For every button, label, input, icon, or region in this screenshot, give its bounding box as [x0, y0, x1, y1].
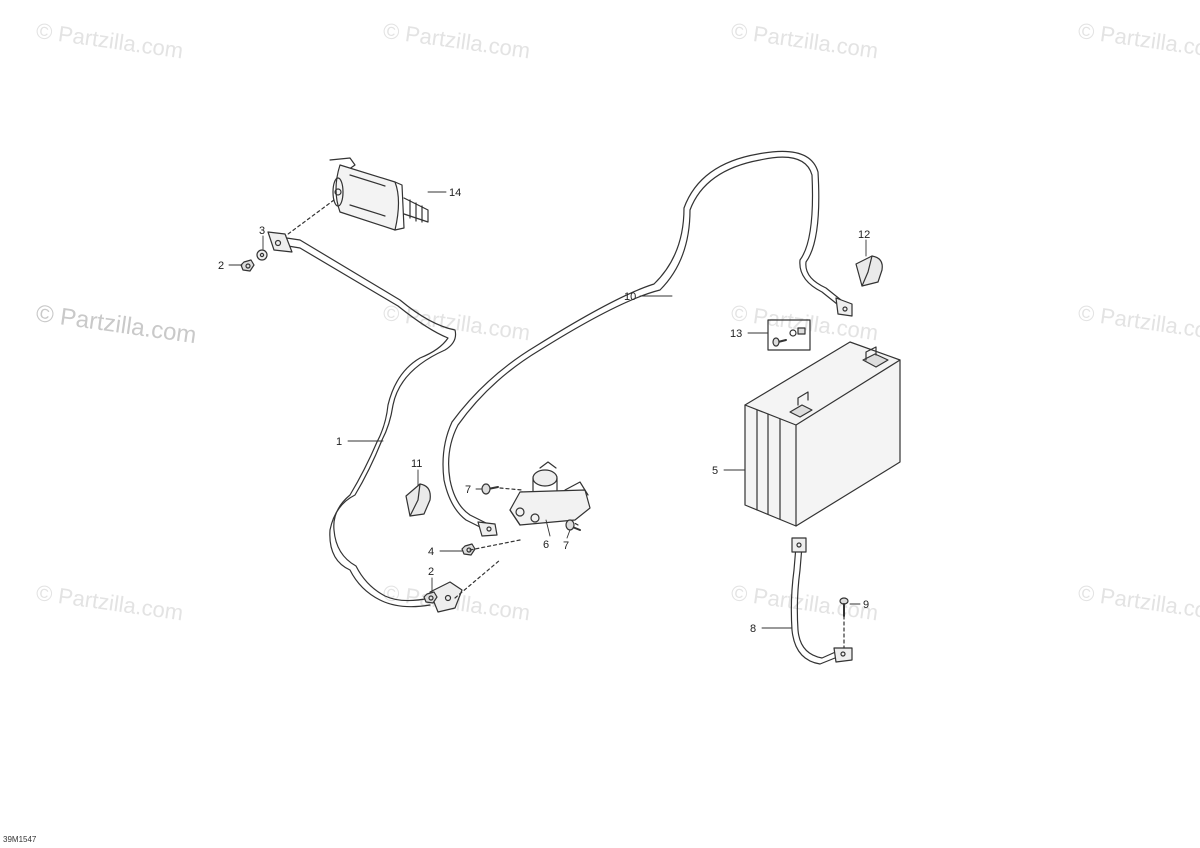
terminal-cap-12	[855, 255, 883, 287]
callout-11: 11	[411, 458, 422, 470]
terminal-cap-11	[405, 483, 431, 517]
starter-cable	[267, 231, 463, 613]
callout-13: 13	[730, 328, 742, 340]
callout-3: 3	[259, 225, 265, 237]
callout-8: 8	[750, 623, 756, 635]
bolt-nut-kit-13	[767, 319, 811, 351]
screw-7-top	[481, 483, 499, 495]
callout-7-bottom: 7	[563, 540, 569, 552]
callout-10: 10	[624, 291, 636, 303]
callout-7-top: 7	[465, 484, 471, 496]
battery-5	[744, 341, 901, 527]
callout-5: 5	[712, 465, 718, 477]
nut-2-bottom	[423, 591, 438, 604]
callout-6: 6	[543, 539, 549, 551]
screw-7-bottom	[565, 519, 581, 531]
battery-cable-10	[442, 150, 853, 537]
callout-2-bottom: 2	[428, 566, 434, 578]
nut-4	[461, 543, 476, 556]
callout-1: 1	[336, 436, 342, 448]
starter-motor	[329, 157, 429, 231]
ground-cable-8	[790, 537, 853, 665]
callout-9: 9	[863, 599, 869, 611]
callout-12: 12	[858, 229, 870, 241]
washer-3	[256, 249, 268, 261]
nut-2-top	[240, 259, 255, 272]
callout-4: 4	[428, 546, 434, 558]
bolt-9	[839, 597, 849, 617]
callout-14: 14	[449, 187, 461, 199]
drawing-id: 39M1547	[3, 835, 37, 844]
starter-solenoid	[509, 461, 591, 526]
callout-2-top: 2	[218, 260, 224, 272]
